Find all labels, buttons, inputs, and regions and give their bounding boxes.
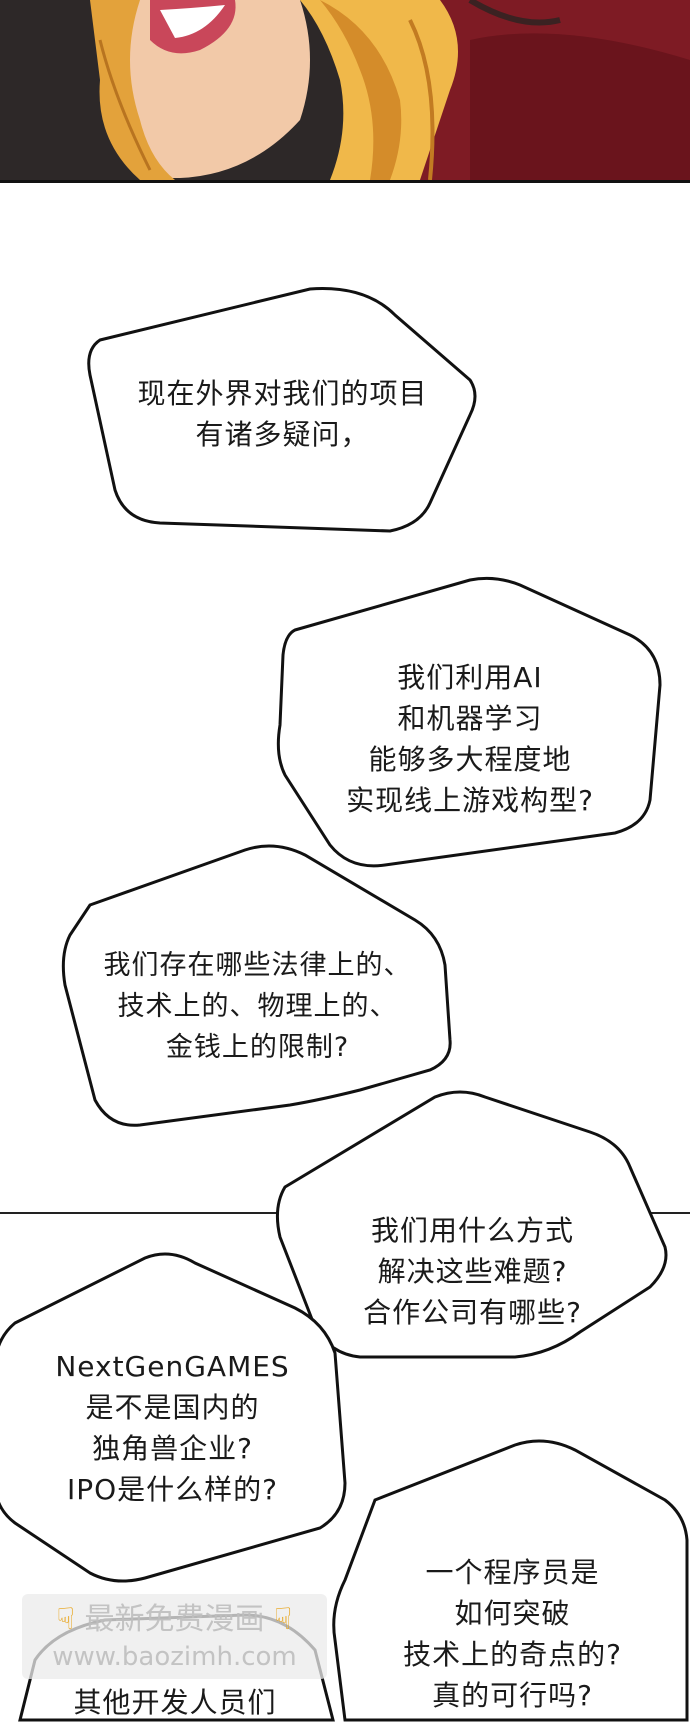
speech-bubble-5: NextGenGAMES 是不是国内的 独角兽企业? IPO是什么样的? — [0, 1252, 350, 1583]
bubble-outline — [61, 844, 452, 1127]
top-comic-panel — [0, 0, 690, 183]
bubble-4-line: 我们用什么方式 — [370, 1214, 574, 1247]
bubble-4-text: 我们用什么方式 解决这些难题? 合作公司有哪些? — [275, 1210, 670, 1333]
bubble-2-line: 我们利用AI — [397, 661, 543, 694]
watermark-url[interactable]: www.baozimh.com — [52, 1642, 297, 1672]
bubble-1-text: 现在外界对我们的项目 有诸多疑问， — [85, 373, 480, 455]
bubble-4-line: 解决这些难题? — [377, 1255, 568, 1288]
bubble-3-line: 技术上的、物理上的、 — [117, 991, 398, 1022]
bubble-2-line: 实现线上游戏构型? — [346, 784, 594, 817]
bubble-2-line: 和机器学习 — [397, 702, 543, 735]
pointing-down-hand-icon: ☟ — [56, 1602, 75, 1637]
character-illustration — [0, 0, 690, 180]
bubble-3-text: 我们存在哪些法律上的、 技术上的、物理上的、 金钱上的限制? — [60, 945, 455, 1068]
bubble-5-line: 是不是国内的 — [85, 1391, 260, 1424]
bubble-3-line: 金钱上的限制? — [165, 1032, 350, 1063]
bubble-2-line: 能够多大程度地 — [368, 743, 572, 776]
bubble-6-line: 技术上的奇点的? — [403, 1638, 622, 1671]
watermark-banner: ☟ 最新免费漫画 ☟ www.baozimh.com — [22, 1594, 327, 1679]
bubble-outline — [332, 1439, 689, 1722]
speech-bubble-6: 一个程序员是 如何突破 技术上的奇点的? 真的可行吗? — [332, 1439, 690, 1722]
bubble-outline — [0, 1252, 347, 1583]
bubble-1-line: 有诸多疑问， — [195, 418, 370, 451]
bubble-6-text: 一个程序员是 如何突破 技术上的奇点的? 真的可行吗? — [335, 1552, 690, 1716]
bubble-outline — [276, 576, 662, 868]
speech-bubble-3: 我们存在哪些法律上的、 技术上的、物理上的、 金钱上的限制? — [60, 844, 455, 1130]
bubble-1-line: 现在外界对我们的项目 — [137, 377, 428, 410]
bubble-3-line: 我们存在哪些法律上的、 — [103, 950, 412, 981]
bubble-5-line: IPO是什么样的? — [66, 1473, 279, 1506]
speech-bubble-2: 我们利用AI 和机器学习 能够多大程度地 实现线上游戏构型? — [275, 575, 665, 875]
bubble-6-line: 如何突破 — [454, 1597, 571, 1630]
bubble-5-line: 独角兽企业? — [92, 1432, 253, 1465]
bubble-6-line: 真的可行吗? — [432, 1679, 593, 1712]
bubble-5-line: NextGenGAMES — [55, 1350, 290, 1383]
bubble-6-line: 一个程序员是 — [425, 1556, 600, 1589]
bubble-5-text: NextGenGAMES 是不是国内的 独角兽企业? IPO是什么样的? — [0, 1346, 350, 1510]
watermark-title-row: ☟ 最新免费漫画 ☟ — [22, 1600, 327, 1640]
speech-bubble-1: 现在外界对我们的项目 有诸多疑问， — [85, 285, 480, 535]
watermark-title: 最新免费漫画 — [84, 1602, 265, 1637]
bubble-outline — [87, 287, 477, 533]
pointing-down-hand-icon: ☟ — [274, 1602, 293, 1637]
bubble-4-line: 合作公司有哪些? — [363, 1296, 582, 1329]
bubble-2-text: 我们利用AI 和机器学习 能够多大程度地 实现线上游戏构型? — [275, 657, 665, 821]
